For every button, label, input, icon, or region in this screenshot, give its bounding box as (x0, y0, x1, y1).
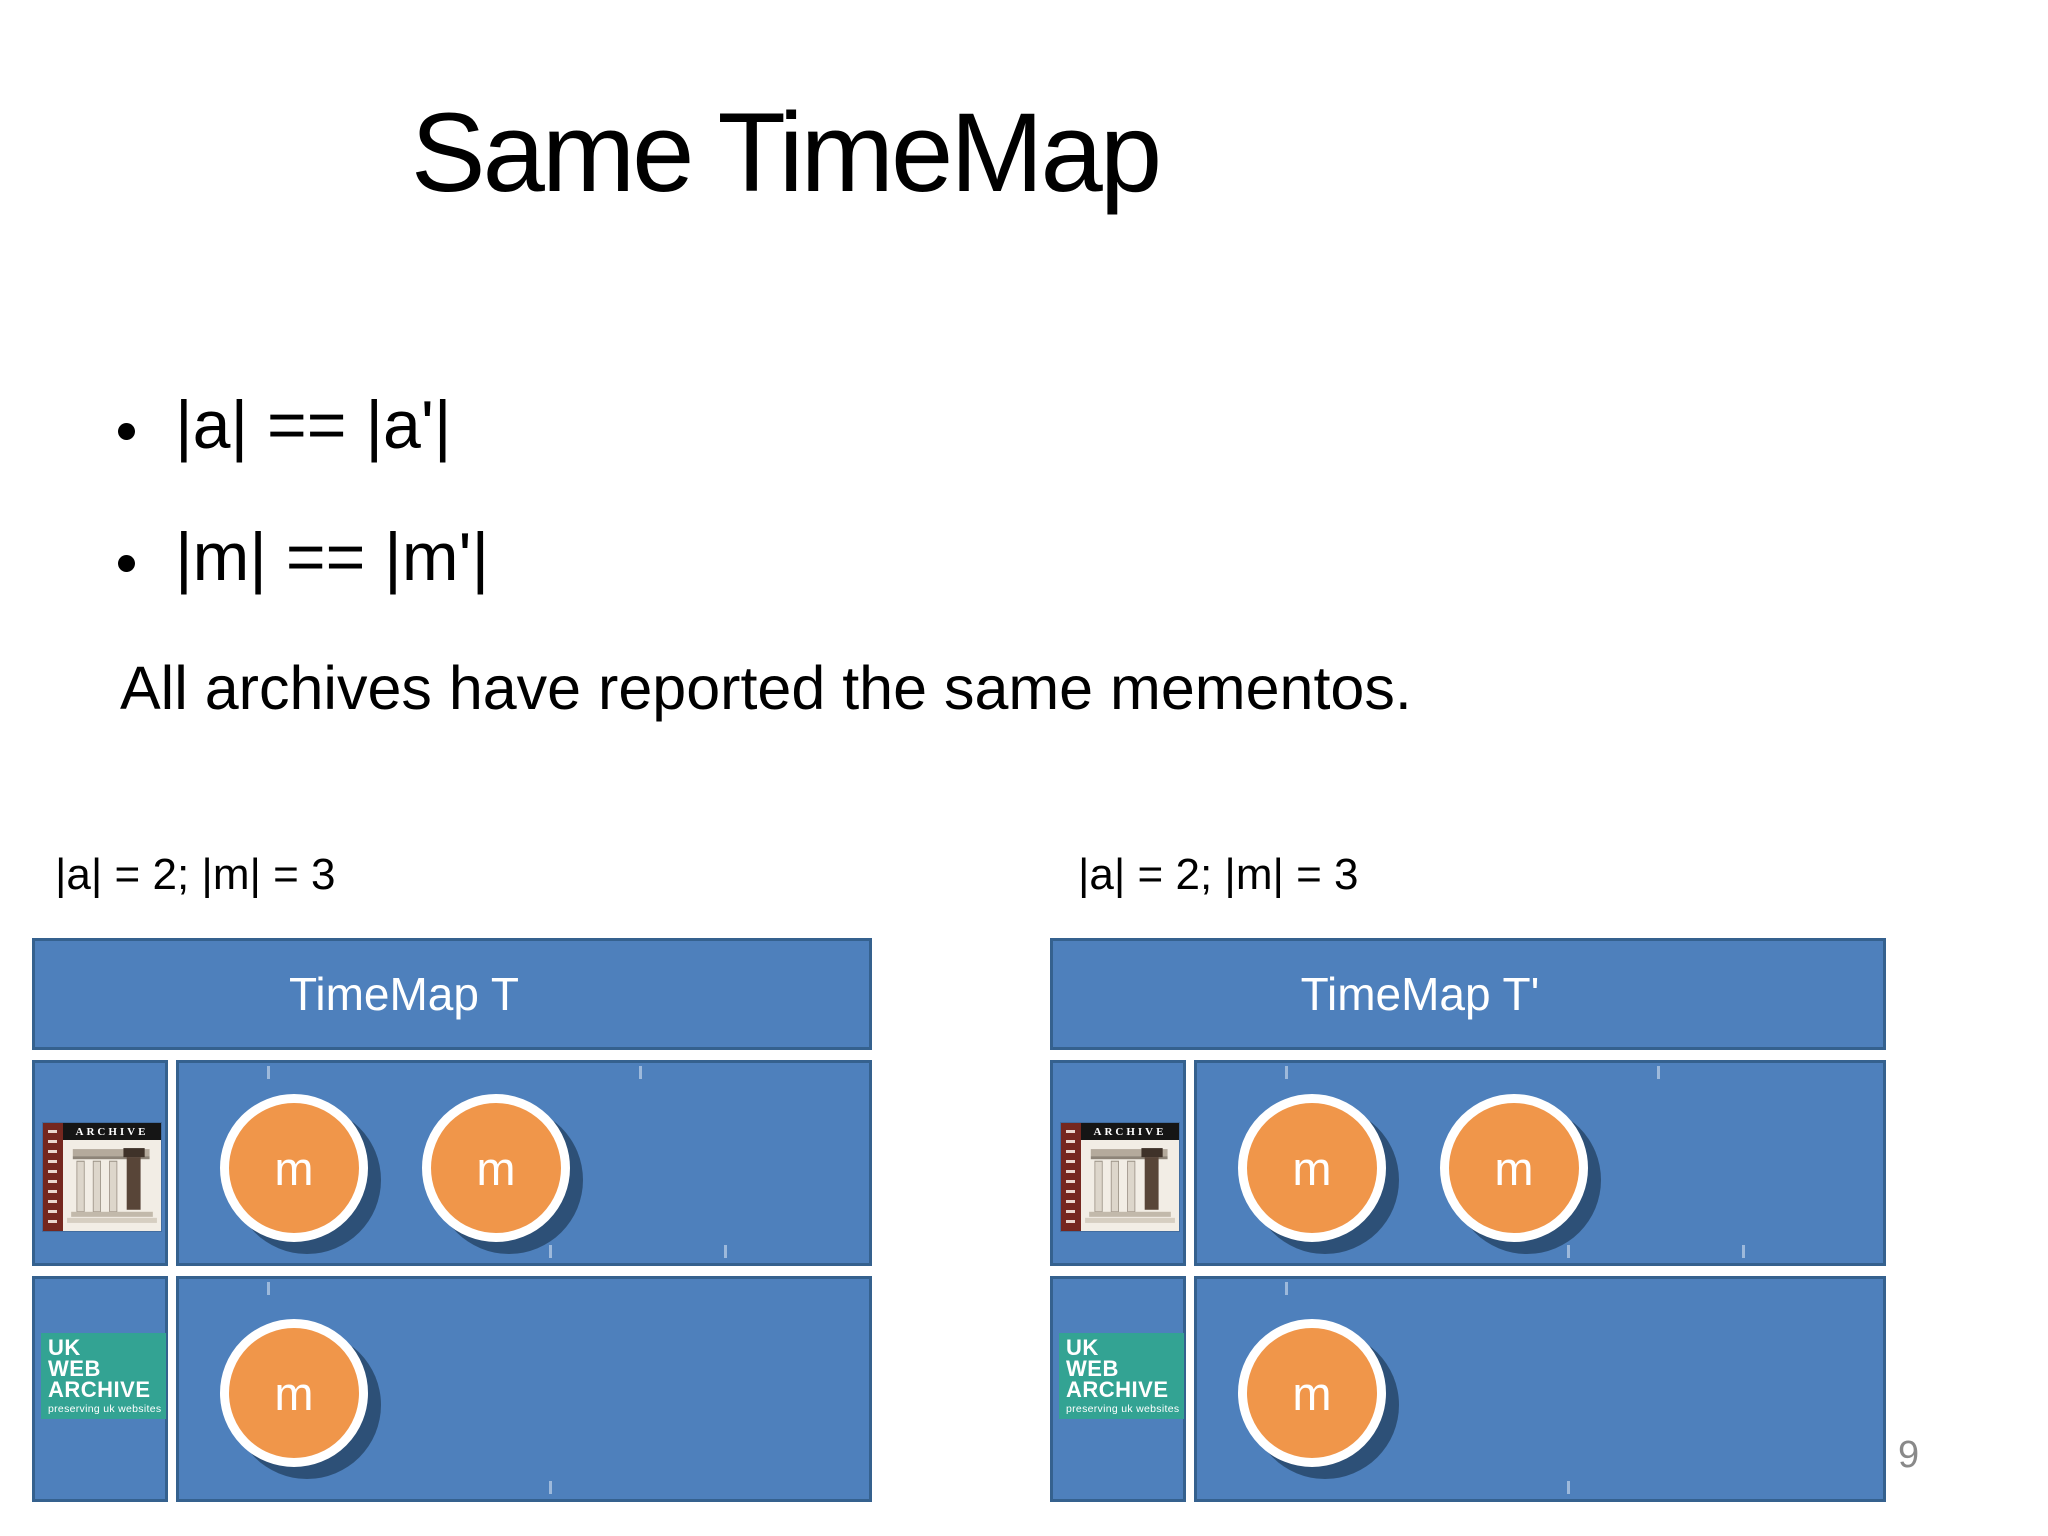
ia-book-spine (1061, 1123, 1081, 1231)
timeline-tick (1285, 1066, 1288, 1079)
memento-circle: m (220, 1319, 368, 1467)
memento-circle: m (220, 1094, 368, 1242)
memento-label: m (274, 1366, 314, 1420)
timemap-diagram-left: TimeMap T ARCHIVE (32, 938, 872, 1502)
timemap-header: TimeMap T' (1050, 938, 1886, 1050)
memento-row: m (1194, 1276, 1886, 1502)
timeline-tick (724, 1245, 727, 1258)
ia-book-spine (43, 1123, 63, 1231)
timemap-header: TimeMap T (32, 938, 872, 1050)
archive-cell-internet-archive: ARCHIVE (32, 1060, 168, 1266)
memento-label: m (476, 1141, 516, 1195)
uk-logo-line: WEB (1066, 1355, 1119, 1381)
slide-title: Same TimeMap (410, 90, 1162, 215)
bullet-text: |a| == |a'| (175, 387, 452, 463)
memento-row: m m (176, 1060, 872, 1266)
timemap-header-label: TimeMap T' (1300, 968, 1540, 1020)
timeline-tick (267, 1282, 270, 1295)
uk-logo-line: ARCHIVE (1066, 1376, 1169, 1402)
memento-label: m (274, 1141, 314, 1195)
memento-circle: m (1238, 1094, 1386, 1242)
timeline-tick (639, 1066, 642, 1079)
uk-logo-tagline: preserving uk websites (1066, 1402, 1180, 1415)
ia-logo-body: ARCHIVE (63, 1123, 161, 1231)
diagram-label-left: |a| = 2; |m| = 3 (55, 850, 336, 899)
timeline-tick (1657, 1066, 1660, 1079)
memento-circle: m (1440, 1094, 1588, 1242)
memento-row: m m (1194, 1060, 1886, 1266)
memento-row: m (176, 1276, 872, 1502)
memento-label: m (1494, 1141, 1534, 1195)
timemap-diagram-right: TimeMap T' ARCHIVE (1050, 938, 1886, 1502)
uk-logo-line: UK (48, 1335, 81, 1360)
classical-building-icon (63, 1140, 161, 1231)
uk-web-archive-logo: UK WEB ARCHIVE preserving uk websites (1059, 1333, 1184, 1419)
timeline-tick (549, 1245, 552, 1258)
ia-logo-body: ARCHIVE (1081, 1123, 1179, 1231)
archive-cell-uk-web-archive: UK WEB ARCHIVE preserving uk websites (1050, 1276, 1186, 1502)
bullet-item: |m| == |m'| (118, 515, 489, 600)
bullet-dot (118, 423, 135, 440)
timeline-tick (1285, 1282, 1288, 1295)
ia-banner-label: ARCHIVE (1081, 1123, 1179, 1140)
timeline-tick (267, 1066, 270, 1079)
memento-label: m (1292, 1141, 1332, 1195)
internet-archive-logo: ARCHIVE (43, 1123, 161, 1231)
statement-text: All archives have reported the same meme… (120, 654, 1412, 722)
memento-circle: m (1238, 1319, 1386, 1467)
timeline-tick (1567, 1481, 1570, 1494)
page-number: 9 (1898, 1434, 1920, 1476)
internet-archive-logo: ARCHIVE (1061, 1123, 1179, 1231)
timemap-header-label: TimeMap T (288, 968, 520, 1020)
bullet-text: |m| == |m'| (175, 519, 490, 595)
memento-circle: m (422, 1094, 570, 1242)
archive-cell-uk-web-archive: UK WEB ARCHIVE preserving uk websites (32, 1276, 168, 1502)
timeline-tick (549, 1481, 552, 1494)
ia-banner-label: ARCHIVE (63, 1123, 161, 1140)
classical-building-icon (1081, 1140, 1179, 1231)
uk-web-archive-logo: UK WEB ARCHIVE preserving uk websites (41, 1333, 166, 1419)
bullet-dot (118, 555, 135, 572)
uk-logo-line: ARCHIVE (48, 1376, 151, 1402)
uk-logo-tagline: preserving uk websites (48, 1402, 162, 1415)
timeline-tick (1567, 1245, 1570, 1258)
memento-label: m (1292, 1366, 1332, 1420)
uk-logo-line: WEB (48, 1355, 101, 1381)
diagram-label-right: |a| = 2; |m| = 3 (1078, 850, 1359, 899)
bullet-item: |a| == |a'| (118, 383, 451, 468)
timeline-tick (1742, 1245, 1745, 1258)
archive-cell-internet-archive: ARCHIVE (1050, 1060, 1186, 1266)
uk-logo-line: UK (1066, 1335, 1099, 1360)
